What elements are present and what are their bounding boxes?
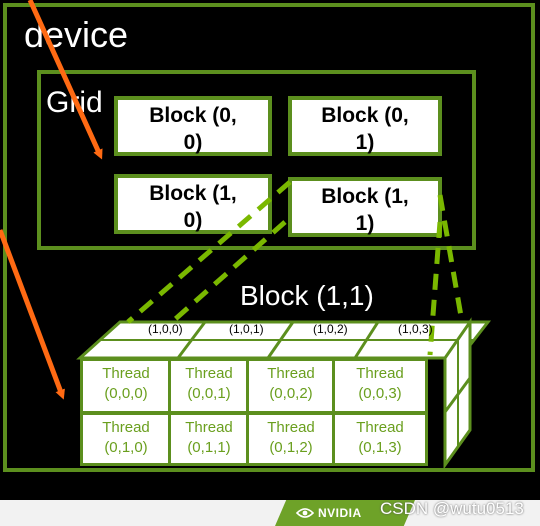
thread-0-1-1: Thread(0,1,1)	[168, 412, 250, 466]
thread-top-label-1-0-0: (1,0,0)	[147, 322, 183, 336]
block-label-line2: 1)	[355, 212, 375, 235]
thread-0-0-1: Thread(0,0,1)	[168, 358, 250, 414]
nvidia-logo: NVIDIA	[318, 506, 362, 520]
connector-dash-left	[126, 180, 292, 324]
orange-arrow-to-thread	[0, 229, 65, 400]
orange-arrow-to-grid	[27, 0, 103, 160]
thread-0-0-2: Thread(0,0,2)	[246, 358, 336, 414]
thread-top-label-1-0-3: (1,0,3)	[397, 322, 433, 336]
block-0-0: Block (0, 0)	[114, 96, 272, 156]
footer-brand-band	[275, 500, 415, 526]
thread-top-label-1-0-2: (1,0,2)	[312, 322, 348, 336]
thread-0-1-0: Thread(0,1,0)	[80, 412, 172, 466]
block-label-line2: 0)	[183, 131, 203, 154]
block-label-line1: Block (1,	[321, 185, 409, 208]
thread-0-1-2: Thread(0,1,2)	[246, 412, 336, 466]
diagram-shapes	[0, 0, 492, 470]
footer-bar	[0, 500, 540, 526]
thread-top-label-1-0-1: (1,0,1)	[228, 322, 264, 336]
block-label-line2: 0)	[183, 209, 203, 232]
block-label-line1: Block (0,	[149, 104, 237, 127]
nvidia-eye-icon	[296, 508, 314, 518]
block-0-1: Block (0, 1)	[288, 96, 442, 156]
thread-0-0-0: Thread(0,0,0)	[80, 358, 172, 414]
block-1-1: Block (1, 1)	[288, 177, 442, 237]
thread-0-0-3: Thread(0,0,3)	[332, 358, 428, 414]
block-label-line1: Block (1,	[149, 182, 237, 205]
block-label-line2: 1)	[355, 131, 375, 154]
connector-dash-right-a	[437, 194, 465, 323]
thread-0-1-3: Thread(0,1,3)	[332, 412, 428, 466]
block-label-line1: Block (0,	[321, 104, 409, 127]
connector-dash-right-b	[427, 221, 443, 356]
block-1-0: Block (1, 0)	[114, 174, 272, 234]
block-detail-title: Block (1,1)	[240, 280, 374, 311]
watermark: CSDN @wutu0513	[380, 499, 524, 518]
